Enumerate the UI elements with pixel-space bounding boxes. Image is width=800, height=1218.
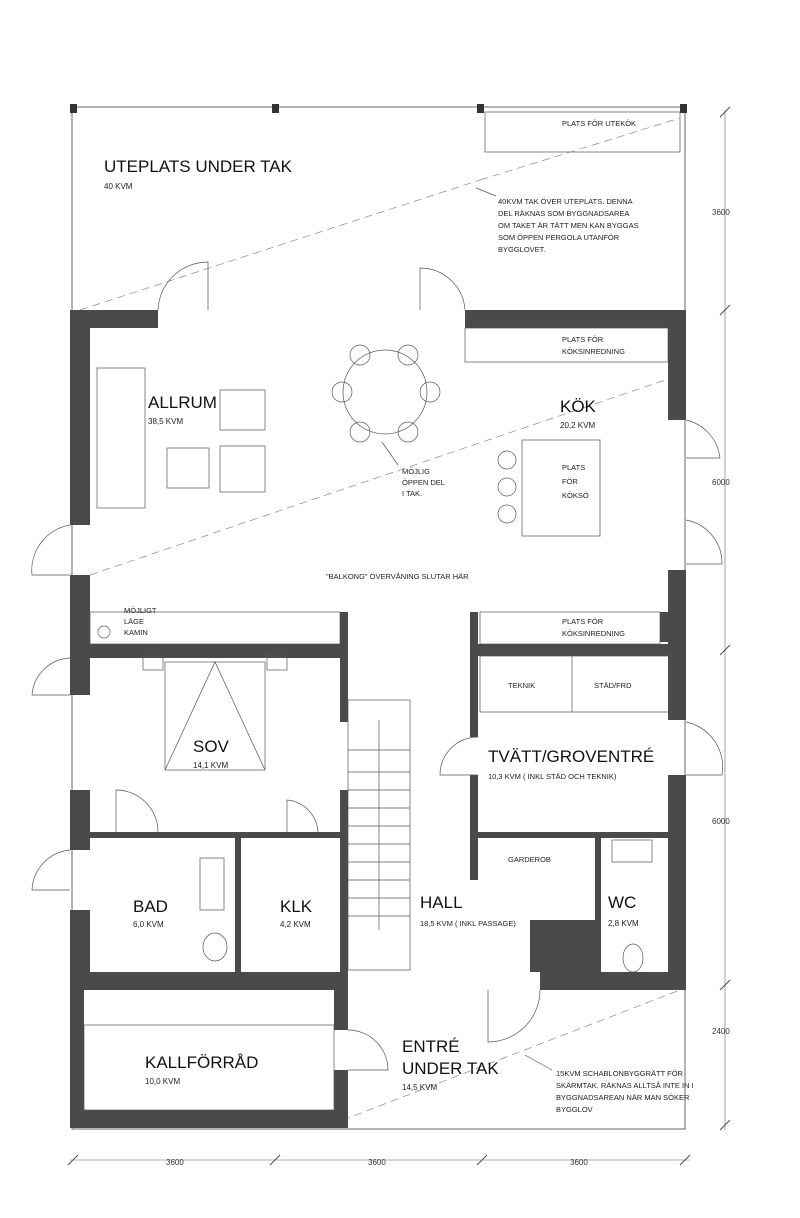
bathroom-fixtures [199,839,653,973]
dim-right: 6000 [712,478,730,487]
uteplats-name: UTEPLATS UNDER TAK [104,157,293,176]
koksinredning-mid-label-2: KÖKSINREDNING [562,629,625,638]
allrum-furniture [96,367,266,509]
mojlig-label-2: ÖPPEN DEL [402,478,445,487]
bad-area: 6,0 KVM [133,920,164,929]
sink-icon [199,857,225,911]
hall-area: 18,5 KVM ( INKL PASSAGE) [420,919,516,928]
entre-note-line: BYGGNADSAREAN NÄR MAN SÖKER [556,1093,690,1102]
koksinredning-bench [479,611,661,645]
notes: 40KVM TAK ÖVER UTEPLATS. DENNA DEL RÄKNA… [498,197,694,1114]
toilet-icon [202,932,228,962]
dimension-lines [67,106,731,1166]
entre-area: 14,5 KVM [402,1083,437,1092]
entre-note-line: BYGGLOV [556,1105,593,1114]
walls [70,310,686,1128]
wc-toilet-icon [622,943,644,973]
kokso-label-3: KÖKSÖ [562,491,589,500]
tvatt-area: 10,3 KVM ( INKL STÄD OCH TEKNIK) [488,772,617,781]
entre-note-line: 15KVM SCHABLONBYGGRÄTT FÖR [556,1069,684,1078]
bed-icon [142,655,288,771]
kokso-label-1: PLATS [562,463,585,472]
kamin-label-2: LÄGE [124,617,144,626]
klk-name: KLK [280,897,313,916]
wc-area: 2,8 KVM [608,919,639,928]
kamin-label-3: KAMIN [124,628,148,637]
balkong-label: "BALKONG" ÖVERVÅNING SLUTAR HÄR [326,572,469,581]
utekok-label: PLATS FÖR UTEKÖK [562,119,636,128]
kok-area: 20,2 KVM [560,421,595,430]
stad-label: STÄD/FRD [594,681,632,690]
koksinredning-top-label-1: PLATS FÖR [562,335,604,344]
entre-note-line: SKÄRMTAK. RÄKNAS ALLTSÅ INTE IN I [556,1081,694,1090]
koksinredning-mid-label-1: PLATS FÖR [562,617,604,626]
fixture-labels: PLATS FÖR UTEKÖK PLATS FÖR KÖKSINREDNING… [124,119,636,864]
mojlig-label-3: I TAK. [402,489,422,498]
wc-sink-icon [611,839,653,863]
dim-bottom: 3600 [166,1158,184,1167]
uteplats-note-line: BYGGLOVET. [498,245,546,254]
dining-table-icon [331,344,441,443]
stairs-icon [347,699,411,971]
uteplats-note-line: 40KVM TAK ÖVER UTEPLATS. DENNA [498,197,633,206]
allrum-area: 38,5 KVM [148,417,183,426]
dim-right: 3600 [712,208,730,217]
roof-diagonals [79,117,681,1126]
tvatt-name: TVÄTT/GROVENTRÉ [488,747,654,766]
dim-right: 6000 [712,817,730,826]
dim-right: 2400 [712,1027,730,1036]
door-swings [31,261,723,1071]
hall-name: HALL [420,893,463,912]
leader-lines [381,187,553,1071]
kallforrad-area: 10,0 KVM [145,1077,180,1086]
wc-name: WC [608,893,636,912]
bad-name: BAD [133,897,168,916]
kamin-label-1: MÖJLIGT [124,606,157,615]
uteplats-note-line: OM TAKET ÄR TÄTT MEN KAN BYGGAS [498,221,639,230]
room-labels: UTEPLATS UNDER TAK 40 KVM ALLRUM 38,5 KV… [104,157,654,1092]
dim-bottom: 3600 [368,1158,386,1167]
kamin-icon [89,611,341,645]
allrum-name: ALLRUM [148,393,217,412]
sofa-icon [96,367,146,509]
uteplats-note-line: SOM ÖPPEN PERGOLA UTANFÖR [498,233,620,242]
kokso-label-2: FÖR [562,477,578,486]
kok-name: KÖK [560,397,597,416]
entre-name-2: UNDER TAK [402,1059,499,1078]
koksinredning-top-label-2: KÖKSINREDNING [562,347,625,356]
dim-bottom: 3600 [570,1158,588,1167]
garderob-label: GARDEROB [508,855,551,864]
kallforrad-outline [83,1024,335,1111]
mojlig-label-1: MÖJLIG [402,467,430,476]
klk-area: 4,2 KVM [280,920,311,929]
kallforrad-name: KALLFÖRRÅD [145,1053,258,1072]
sov-area: 14,1 KVM [193,761,228,770]
uteplats-note-line: DEL RÄKNAS SOM BYGGNADSAREA [498,209,629,218]
dimension-labels: 3600 6000 6000 2400 3600 3600 3600 [166,208,730,1167]
kitchen-island-icon [464,327,669,537]
uteplats-area: 40 KVM [104,182,133,191]
teknik-label: TEKNIK [508,681,535,690]
sov-name: SOV [193,737,230,756]
entre-name-1: ENTRÉ [402,1037,460,1056]
